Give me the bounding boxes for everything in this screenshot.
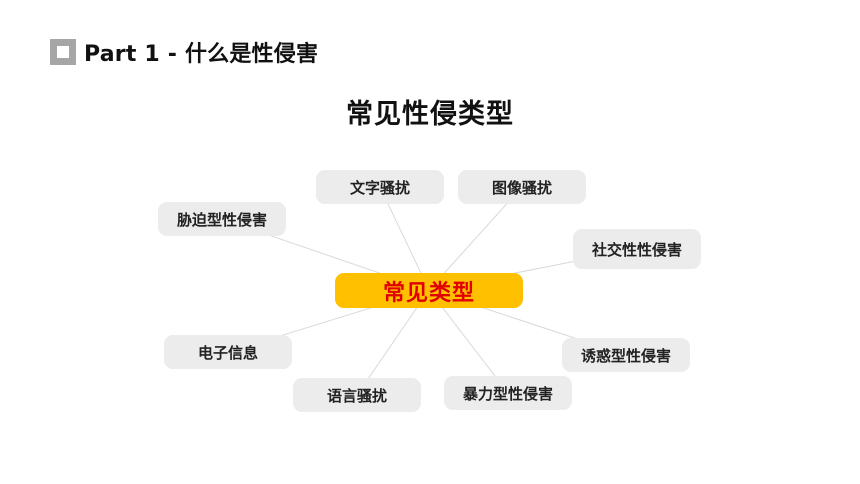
node-verbal: 语言骚扰 bbox=[293, 378, 421, 412]
section-title: Part 1 - 什么是性侵害 bbox=[84, 42, 319, 67]
node-seduction: 诱惑型性侵害 bbox=[562, 338, 690, 372]
section-header: Part 1 - 什么是性侵害 bbox=[50, 38, 319, 67]
node-image-harassment: 图像骚扰 bbox=[458, 170, 586, 204]
square-bullet-icon bbox=[50, 39, 76, 65]
node-electronic: 电子信息 bbox=[164, 335, 292, 369]
node-social: 社交性性侵害 bbox=[573, 229, 701, 269]
center-node: 常见类型 bbox=[335, 273, 523, 308]
connector-image bbox=[428, 186, 523, 291]
connector-text bbox=[379, 186, 430, 291]
node-violent: 暴力型性侵害 bbox=[444, 376, 572, 410]
node-text-harassment: 文字骚扰 bbox=[316, 170, 444, 204]
node-coercion: 胁迫型性侵害 bbox=[158, 202, 286, 236]
page-title: 常见性侵类型 bbox=[346, 99, 514, 130]
